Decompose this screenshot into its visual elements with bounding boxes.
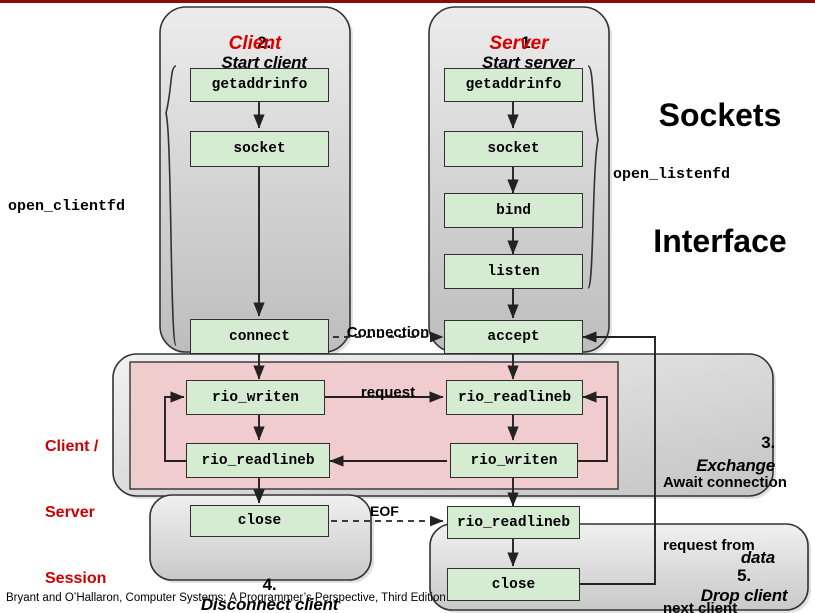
box-label: rio_readlineb xyxy=(456,514,571,531)
box-server-bind[interactable]: bind xyxy=(444,193,583,228)
box-session-client-rio-readlineb[interactable]: rio_readlineb xyxy=(186,443,330,478)
box-server-listen[interactable]: listen xyxy=(444,254,583,289)
label-open-listenfd: open_listenfd xyxy=(613,166,731,183)
session-label-line-3: Session xyxy=(45,570,107,587)
box-client-connect[interactable]: connect xyxy=(190,319,329,354)
panel-server-step: 1. xyxy=(521,33,535,52)
exchange-note-line-3: next client xyxy=(663,600,738,613)
box-session-server-rio-writen[interactable]: rio_writen xyxy=(450,443,578,478)
connection-request-line-1: Connection xyxy=(346,324,430,341)
box-label: close xyxy=(237,513,282,529)
box-label: rio_readlineb xyxy=(201,452,315,469)
box-label: getaddrinfo xyxy=(211,77,308,93)
exchange-note-line-2: request from xyxy=(663,537,755,554)
box-label: accept xyxy=(487,329,540,345)
box-session-server-rio-readlineb[interactable]: rio_readlineb xyxy=(446,380,583,415)
box-client-close[interactable]: close xyxy=(190,505,329,537)
footer-citation: Bryant and O’Hallaron, Computer Systems:… xyxy=(6,592,446,604)
box-label: listen xyxy=(487,263,540,280)
page-title: Sockets Interface xyxy=(630,10,810,346)
panel-client-heading: 2. Start client xyxy=(160,13,350,93)
box-label: bind xyxy=(496,202,531,219)
panel-exchange-title-line-2: data xyxy=(740,548,775,567)
box-label: rio_writen xyxy=(211,389,299,406)
page-title-line-2: Interface xyxy=(653,223,787,259)
panel-disconnect-title: Disconnect client xyxy=(200,595,339,613)
box-label: socket xyxy=(487,141,540,157)
panel-client-step: 2. xyxy=(257,33,271,52)
box-client-socket[interactable]: socket xyxy=(190,131,329,167)
box-label: socket xyxy=(233,141,286,157)
panel-server-title: Start server xyxy=(481,53,575,72)
annotation-connection-request: Connection request xyxy=(333,283,443,443)
box-label: rio_writen xyxy=(470,452,558,469)
brace-open-clientfd xyxy=(165,65,177,346)
label-eof: EOF xyxy=(370,503,399,519)
box-label: connect xyxy=(229,328,290,345)
panel-exchange-note: Await connection request from next clien… xyxy=(663,430,813,613)
session-label-line-1: Client / xyxy=(45,438,99,455)
panel-server-heading: 1. Start server xyxy=(429,13,609,93)
page-title-line-1: Sockets xyxy=(658,97,782,133)
box-label: close xyxy=(491,576,536,593)
panel-server-role: Server xyxy=(489,33,549,54)
panel-exchange-heading: 3. Exchange data xyxy=(625,362,775,613)
box-drop-close[interactable]: close xyxy=(447,568,580,601)
panel-disconnect-step: 4. xyxy=(262,575,277,594)
box-server-accept[interactable]: accept xyxy=(444,320,583,354)
box-label: rio_readlineb xyxy=(457,389,572,406)
session-label-line-2: Server xyxy=(45,504,95,521)
panel-client-role: Client xyxy=(228,33,282,54)
panel-drop-title: Drop client xyxy=(700,586,788,605)
panel-drop-step: 5. xyxy=(737,566,751,585)
box-server-socket[interactable]: socket xyxy=(444,131,583,167)
panel-disconnect-heading: 4. Disconnect client xyxy=(150,555,371,613)
panel-client-title: Start client xyxy=(221,53,307,72)
connection-request-line-2: request xyxy=(360,384,416,401)
panel-exchange-step: 3. xyxy=(761,433,775,452)
label-client-server-session: Client / Server Session xyxy=(45,392,115,613)
box-server-getaddrinfo[interactable]: getaddrinfo xyxy=(444,68,583,102)
box-label: getaddrinfo xyxy=(465,77,562,93)
label-open-clientfd: open_clientfd xyxy=(8,198,126,215)
brace-open-listenfd xyxy=(587,65,599,289)
box-client-getaddrinfo[interactable]: getaddrinfo xyxy=(190,68,329,102)
panel-drop-heading: 5. Drop client xyxy=(660,546,810,613)
exchange-note-line-1: Await connection xyxy=(663,474,787,491)
box-session-client-rio-writen[interactable]: rio_writen xyxy=(186,380,325,415)
box-drop-rio-readlineb[interactable]: rio_readlineb xyxy=(447,506,580,539)
top-rule xyxy=(0,0,815,3)
panel-exchange-title-line-1: Exchange xyxy=(696,456,775,475)
